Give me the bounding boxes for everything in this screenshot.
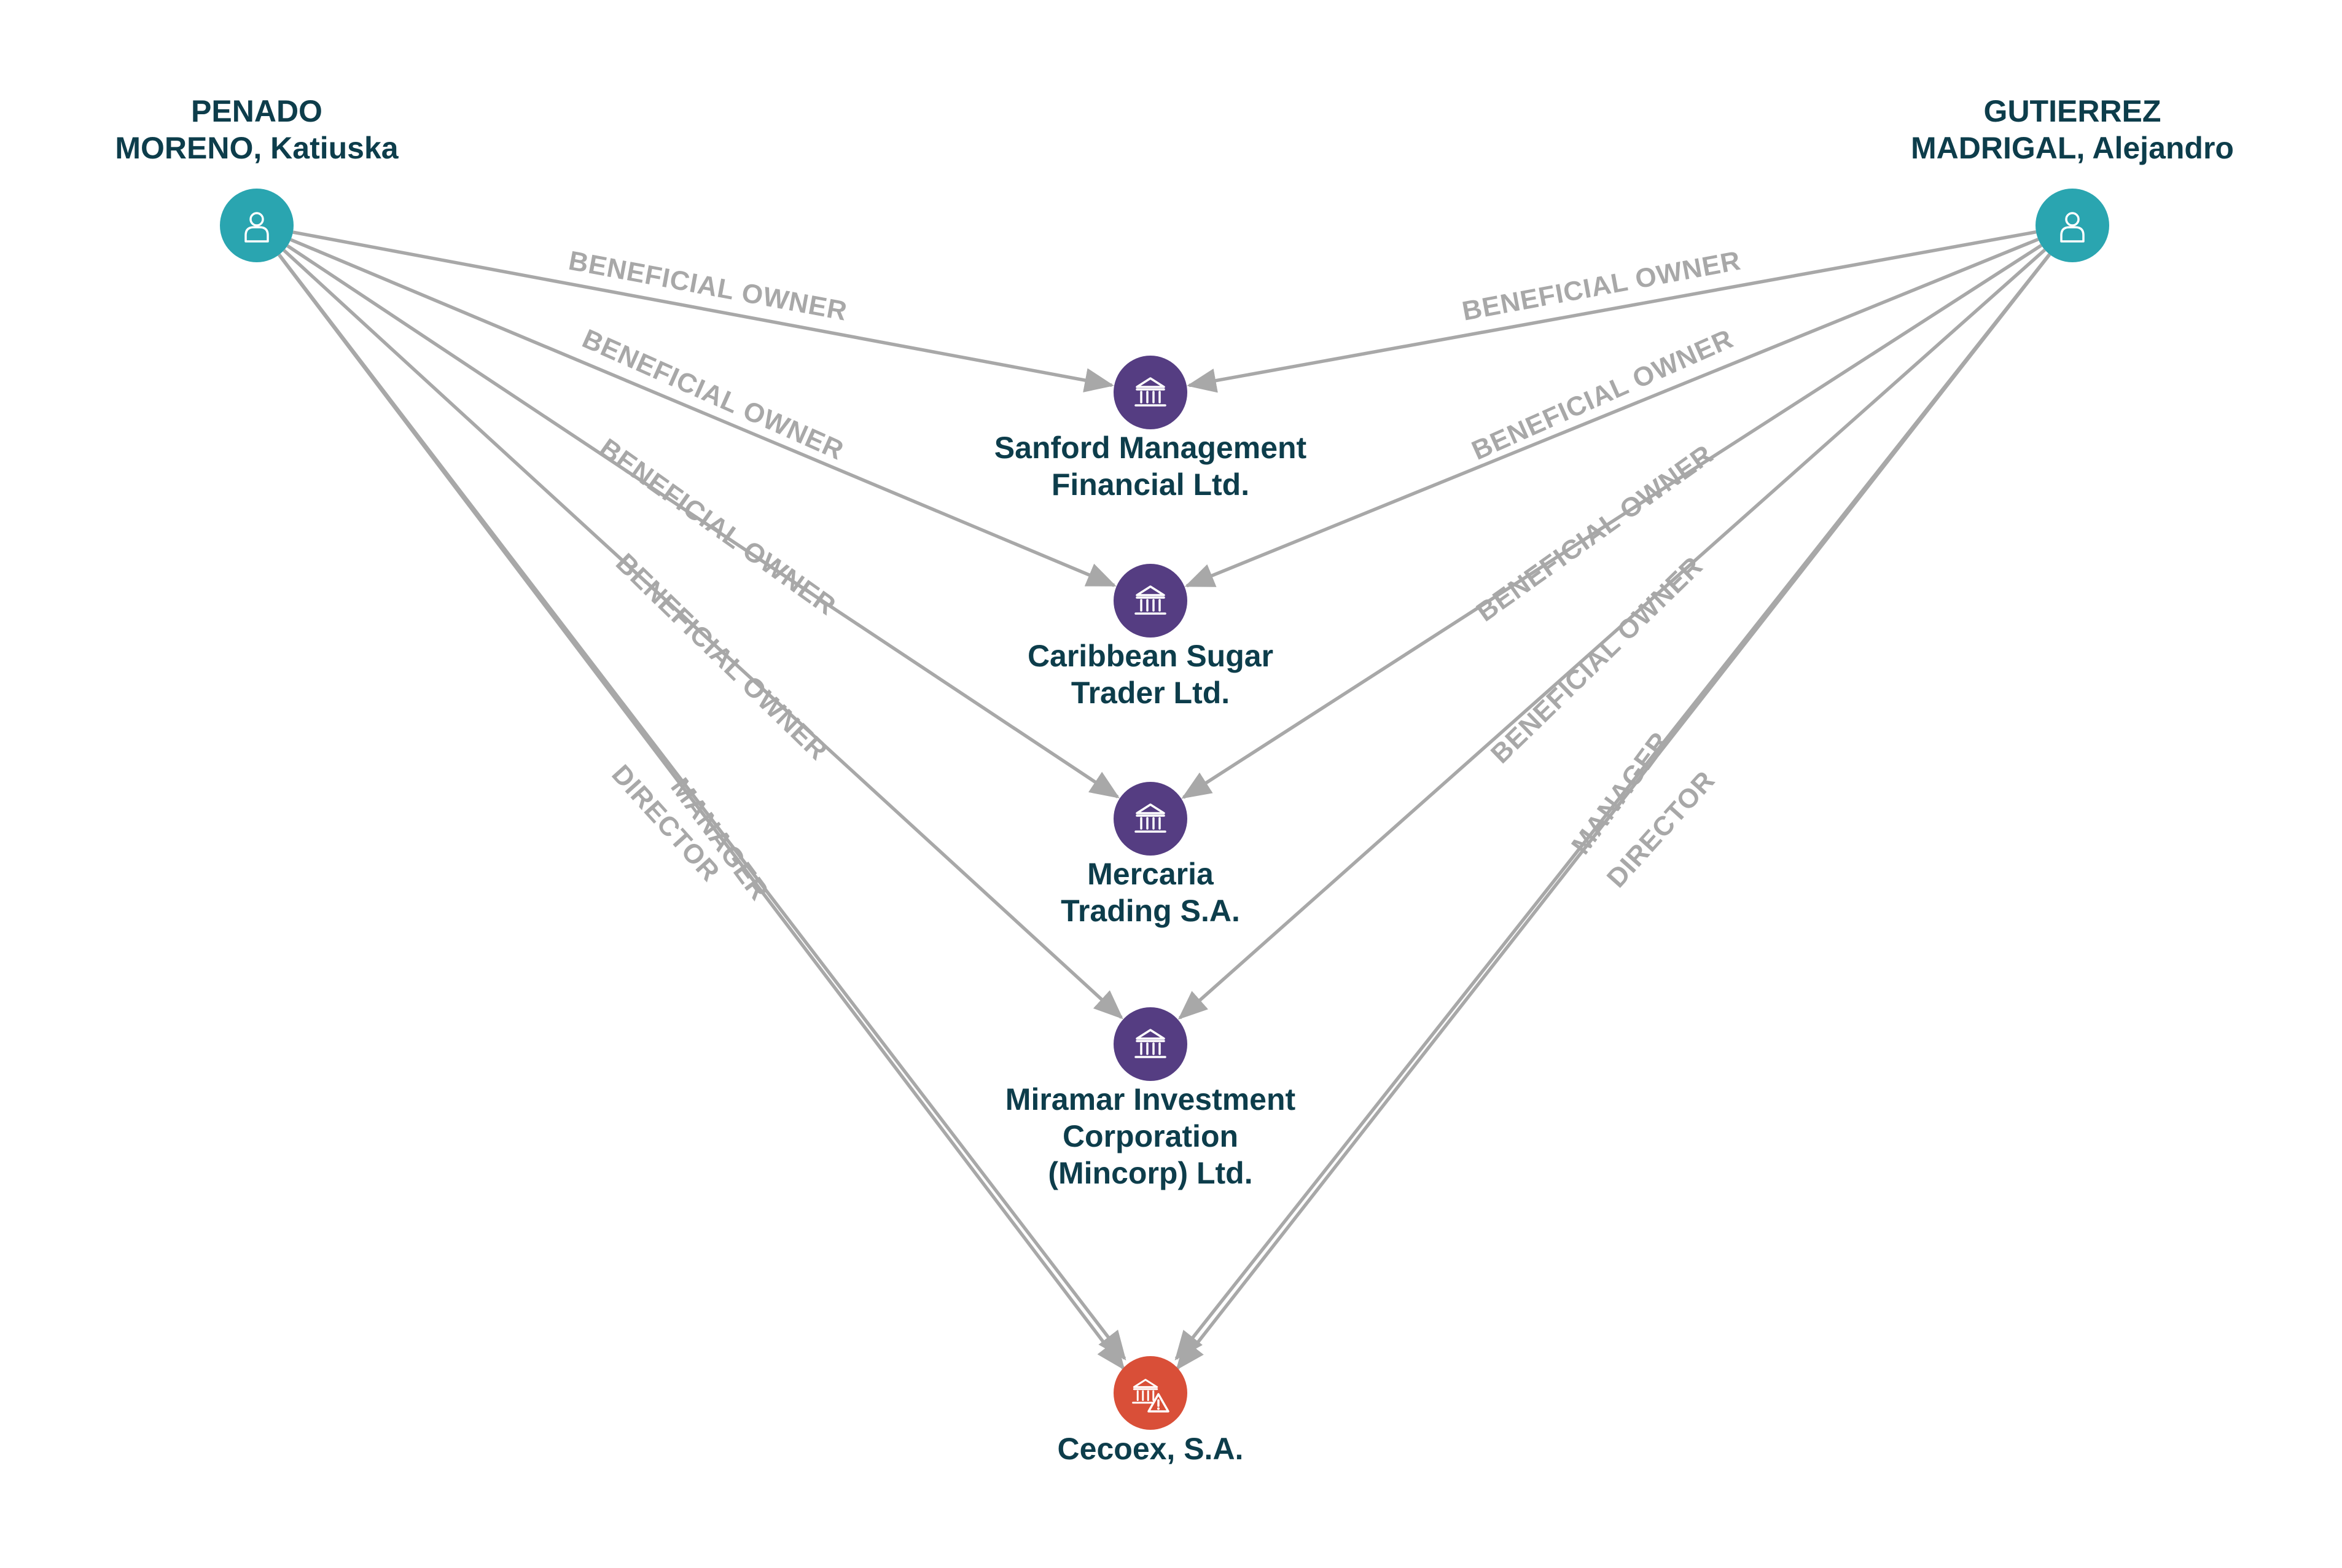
edge-arrow-line bbox=[1177, 248, 2046, 1020]
edge-arrow-line bbox=[1176, 253, 2051, 1371]
edge-gutierrez-to-sanford-beneficial-owner: BENEFICIAL OWNER bbox=[1187, 230, 2037, 393]
edge-penado-to-miramar-beneficial-owner: BENEFICIAL OWNER bbox=[283, 249, 1123, 1020]
node-label-caribbean-line-2: Trader Ltd. bbox=[1071, 676, 1230, 710]
edge-arrow-line bbox=[1181, 244, 2043, 799]
edge-arrow-line bbox=[290, 238, 1117, 587]
edge-gutierrez-to-cecoex-director: DIRECTOR bbox=[1176, 253, 2051, 1371]
node-cecoex[interactable]: Cecoex, S.A. bbox=[1058, 1356, 1244, 1466]
node-label-mercaria-line-2: Trading S.A. bbox=[1061, 894, 1240, 928]
edge-penado-to-cecoex-director: DIRECTOR bbox=[278, 254, 1125, 1371]
edge-arrow-line bbox=[1184, 238, 2039, 588]
node-label-sanford-line-2: Financial Ltd. bbox=[1052, 467, 1249, 502]
node-label-mercaria-line-1: Mercaria bbox=[1087, 857, 1214, 891]
edge-label-beneficial-owner: BENEFICIAL OWNER bbox=[1471, 439, 1719, 628]
node-label-miramar-line-1: Miramar Investment bbox=[1005, 1082, 1296, 1117]
edge-label-beneficial-owner: BENEFICIAL OWNER bbox=[594, 433, 841, 622]
edge-arrow-line bbox=[292, 230, 1115, 392]
node-label-penado-line-1: PENADO bbox=[191, 94, 322, 128]
node-circle-sanford[interactable] bbox=[1114, 356, 1187, 429]
edge-arrow-line bbox=[286, 244, 1120, 798]
node-label-cecoex-line-1: Cecoex, S.A. bbox=[1058, 1432, 1244, 1466]
edge-arrow-line bbox=[1187, 230, 2037, 393]
node-label-caribbean-line-1: Caribbean Sugar bbox=[1028, 639, 1273, 673]
edge-gutierrez-to-mercaria-beneficial-owner: BENEFICIAL OWNER bbox=[1181, 244, 2043, 799]
node-label-sanford-line-1: Sanford Management bbox=[994, 431, 1307, 465]
node-circle-mercaria[interactable] bbox=[1114, 782, 1187, 856]
node-circle-caribbean[interactable] bbox=[1114, 564, 1187, 638]
node-label-penado-line-2: MORENO, Katiuska bbox=[115, 131, 399, 165]
edge-arrow-line bbox=[283, 249, 1123, 1020]
edge-label-beneficial-owner: BENEFICIAL OWNER bbox=[1460, 246, 1743, 327]
node-label-miramar-line-2: Corporation bbox=[1063, 1119, 1238, 1153]
node-label-gutierrez-line-2: MADRIGAL, Alejandro bbox=[1911, 131, 2234, 165]
edge-label-beneficial-owner: BENEFICIAL OWNER bbox=[566, 246, 849, 327]
edge-arrow-line bbox=[278, 254, 1125, 1371]
node-label-gutierrez-line-1: GUTIERREZ bbox=[1984, 94, 2161, 128]
node-circle-cecoex[interactable] bbox=[1114, 1356, 1187, 1430]
node-circle-miramar[interactable] bbox=[1114, 1007, 1187, 1081]
edge-penado-to-mercaria-beneficial-owner: BENEFICIAL OWNER bbox=[286, 244, 1120, 798]
node-label-miramar-line-3: (Mincorp) Ltd. bbox=[1048, 1156, 1252, 1190]
edge-penado-to-sanford-beneficial-owner: BENEFICIAL OWNER bbox=[292, 230, 1115, 392]
